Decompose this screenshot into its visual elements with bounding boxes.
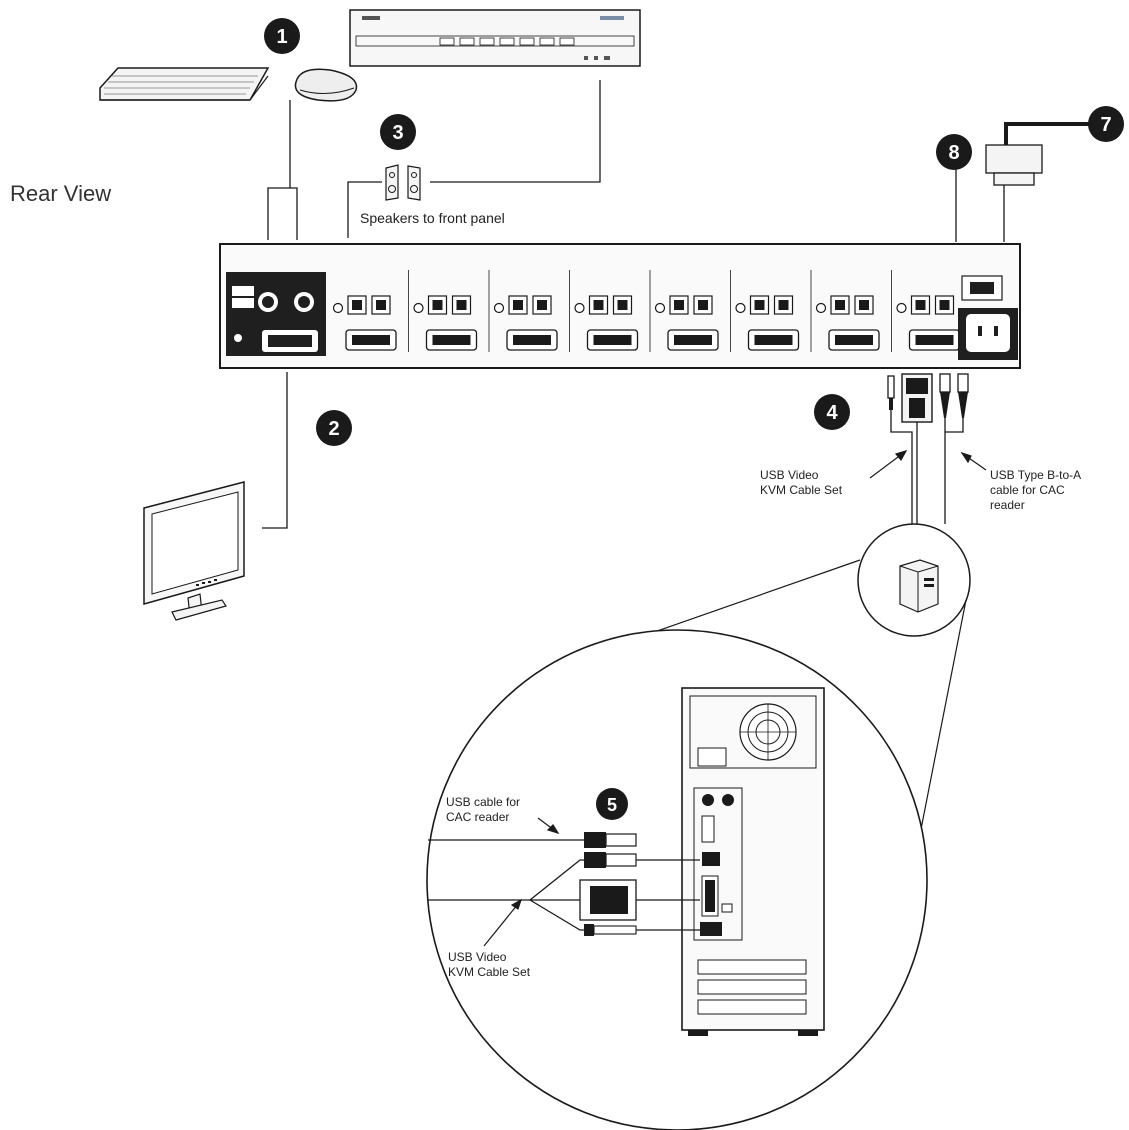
computer-magnifier-small [857, 523, 971, 637]
badge-7: 7 [1088, 106, 1124, 142]
usb-type-b-label: USB Type B-to-A cable for CAC reader [990, 468, 1081, 513]
label-line: KVM Cable Set [760, 483, 843, 497]
power-cord-icon [985, 122, 1090, 186]
front-panel-cable [430, 80, 601, 183]
keyboard-icon [99, 67, 270, 101]
label-line: USB cable for [446, 795, 521, 809]
badge-1: 1 [264, 18, 300, 54]
kvm-port-group [332, 295, 397, 351]
badge-5-number: 5 [607, 795, 617, 815]
badge-8: 8 [936, 134, 972, 170]
badge-8-number: 8 [948, 142, 959, 164]
kvm-port-group [649, 270, 719, 352]
usb-video-kvm-label-bottom: USB Video KVM Cable Set [448, 950, 530, 980]
monitor-cable [262, 372, 288, 529]
kvm-rear-panel [219, 243, 1021, 369]
badge-3: 3 [380, 114, 416, 150]
speaker-cable [347, 181, 382, 238]
badge-3-number: 3 [392, 122, 403, 144]
kvm-port-group [730, 270, 800, 352]
speakers-label: Speakers to front panel [360, 210, 505, 226]
kvm-port-group [408, 270, 478, 352]
badge-5: 5 [596, 788, 628, 820]
badge-4-number: 4 [826, 402, 838, 424]
usb-cable-cac-label: USB cable for CAC reader [446, 795, 520, 825]
label-line: reader [990, 498, 1025, 512]
rear-view-title: Rear View [10, 181, 112, 206]
keyboard-mouse-cables [267, 100, 298, 240]
speakers-icon [385, 164, 421, 201]
badge-1-number: 1 [276, 26, 287, 48]
leader-arrows [869, 450, 987, 479]
leader-arrows-zoom [483, 817, 560, 947]
usb-cac-cable [428, 832, 637, 848]
computer-tower-icon [681, 687, 825, 1036]
label-line: CAC reader [446, 810, 510, 824]
kvm-port-group [810, 270, 880, 352]
usb-video-kvm-cable-set-2 [428, 852, 700, 936]
computer-magnifier-large [426, 629, 928, 1130]
kvm-port-group [488, 270, 558, 352]
usb-video-kvm-label-top: USB Video KVM Cable Set [760, 468, 842, 498]
kvm-port-group [569, 270, 639, 352]
label-line: USB Video [448, 950, 507, 964]
badge-2-number: 2 [328, 418, 339, 440]
usb-port [702, 852, 720, 866]
label-line: KVM Cable Set [448, 965, 531, 979]
front-panel-unit-icon [349, 9, 641, 67]
badge-7-number: 7 [1100, 114, 1111, 136]
label-line: USB Type B-to-A [990, 468, 1082, 482]
usb-b-to-a-cable-head [939, 373, 969, 418]
badge-2: 2 [316, 410, 352, 446]
usb-video-kvm-cable-head [887, 373, 933, 423]
monitor-icon [143, 481, 245, 621]
kvm-port-group [891, 270, 961, 352]
badge-4: 4 [814, 394, 850, 430]
mouse-icon [294, 68, 358, 102]
cable-runs [890, 410, 964, 524]
label-line: USB Video [760, 468, 819, 482]
label-line: cable for CAC [990, 483, 1065, 497]
